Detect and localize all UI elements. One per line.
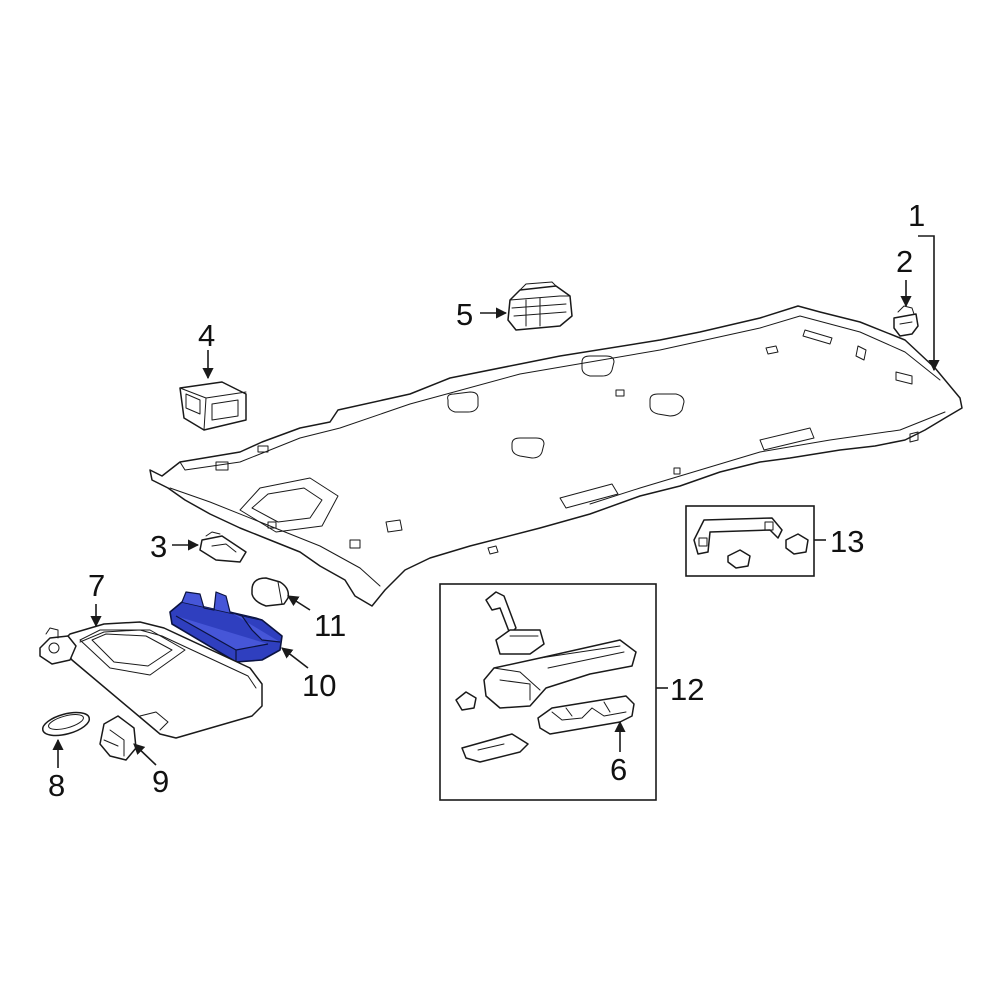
leader-lines xyxy=(52,235,940,768)
visor-clip-part-9 xyxy=(99,715,137,761)
callout-2: 2 xyxy=(896,244,913,279)
callout-4: 4 xyxy=(198,318,215,353)
callout-7: 7 xyxy=(88,568,105,603)
headliner-panel xyxy=(149,305,963,607)
callout-11: 11 xyxy=(314,608,346,643)
lamp-housing-part-10-highlighted xyxy=(169,591,283,663)
callout-6: 6 xyxy=(610,752,627,787)
callouts: 1 2 3 4 5 6 7 8 9 10 11 12 13 xyxy=(48,198,925,803)
connector-part-5 xyxy=(507,281,573,331)
callout-8: 8 xyxy=(48,768,65,803)
hook-part-3 xyxy=(199,531,247,563)
callout-3: 3 xyxy=(150,529,167,564)
callout-13: 13 xyxy=(830,524,864,559)
cover-part-8 xyxy=(41,711,91,737)
callout-1: 1 xyxy=(908,198,925,233)
sun-visor-part-7 xyxy=(39,621,263,739)
bulb-part-11 xyxy=(251,577,290,607)
callout-9: 9 xyxy=(152,764,169,799)
holder-part-4 xyxy=(179,381,247,431)
console-box-part-12 xyxy=(439,583,657,801)
clip-part-2 xyxy=(893,305,919,337)
callout-5: 5 xyxy=(456,297,473,332)
callout-12: 12 xyxy=(670,672,704,707)
callout-10: 10 xyxy=(302,668,336,703)
assist-grip-box-part-13 xyxy=(685,505,815,577)
